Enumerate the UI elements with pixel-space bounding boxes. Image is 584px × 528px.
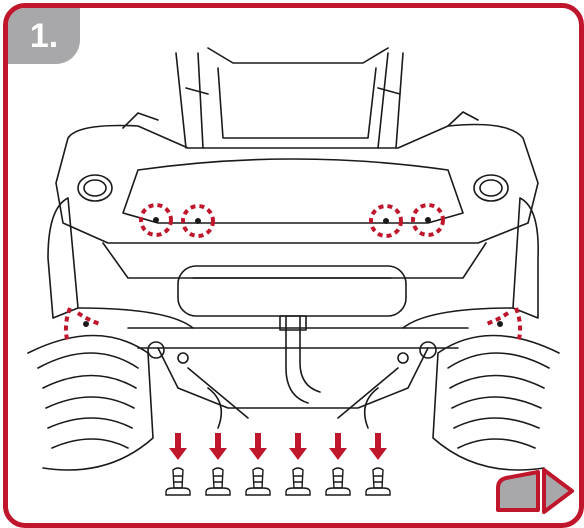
push-clip-icon <box>325 467 351 496</box>
instruction-card: 1. <box>3 3 584 528</box>
fastener-highlight <box>63 307 101 344</box>
push-clip-icon <box>205 467 231 496</box>
push-clip-icon <box>165 467 191 496</box>
fastener-highlight <box>369 204 403 238</box>
tailgate <box>175 47 404 149</box>
step-number: 1. <box>29 16 59 55</box>
fastener-highlight <box>485 307 523 344</box>
step-number-badge: 1. <box>8 8 80 64</box>
arrow-down-icon <box>369 433 387 460</box>
next-arrow-icon <box>496 468 574 514</box>
push-clip-icon <box>285 467 311 496</box>
next-step-button[interactable] <box>494 466 578 516</box>
fastener-highlight <box>139 203 173 237</box>
push-clip-icon <box>245 467 271 496</box>
exhaust-tips <box>77 174 509 202</box>
rear-bumper <box>47 111 539 329</box>
arrow-down-icon <box>249 433 267 460</box>
arrow-down-icon <box>169 433 187 460</box>
arrow-down-icon <box>209 433 227 460</box>
fastener-highlight <box>411 203 445 237</box>
muffler <box>177 265 407 404</box>
arrow-down-icon <box>289 433 307 460</box>
fastener-highlights <box>63 203 523 344</box>
rear-tires <box>27 334 560 471</box>
push-clip-icon <box>365 467 391 496</box>
arrow-down-icon <box>329 433 347 460</box>
rear-bumper-removal-illustration <box>27 47 560 496</box>
rear-subframe <box>127 327 469 429</box>
fastener-highlight <box>181 204 215 238</box>
fastener-row <box>165 433 391 496</box>
